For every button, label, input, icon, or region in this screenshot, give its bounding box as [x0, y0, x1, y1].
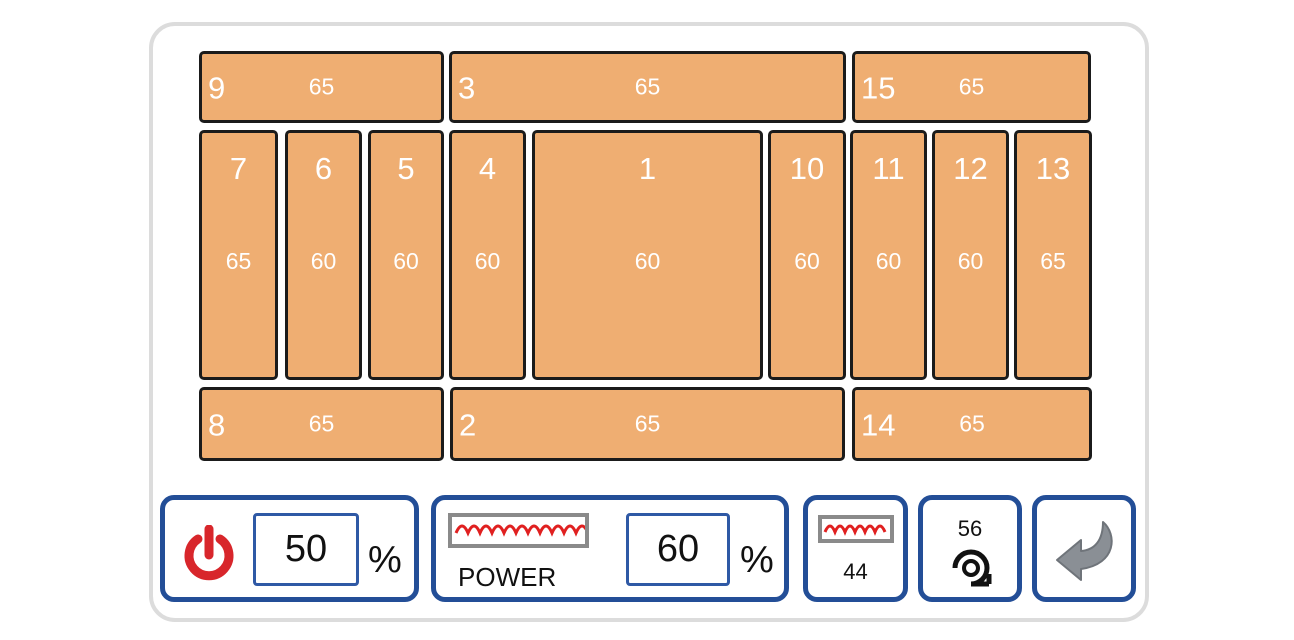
- zone-12[interactable]: 12 60: [932, 130, 1009, 380]
- zone-11[interactable]: 11 60: [850, 130, 927, 380]
- zone-1[interactable]: 1 60: [532, 130, 763, 380]
- zone-number: 1: [638, 151, 657, 186]
- zone-number: 13: [1035, 151, 1071, 186]
- back-arrow-icon: [1056, 521, 1113, 581]
- zone-value: 60: [957, 248, 984, 274]
- zone-value: 65: [1040, 248, 1066, 274]
- zone-value: 60: [310, 248, 337, 274]
- zone-7[interactable]: 7 65: [199, 130, 278, 380]
- heater-power-label: POWER: [458, 562, 557, 592]
- zone-value: 60: [393, 248, 419, 274]
- zone-value: 60: [634, 248, 661, 274]
- power-value-input[interactable]: 50: [253, 513, 359, 586]
- zone-number: 15: [861, 70, 896, 106]
- zone-3[interactable]: 3 65: [449, 51, 846, 123]
- heater-power-unit: %: [740, 539, 774, 581]
- back-button[interactable]: [1032, 495, 1136, 602]
- fan-setting-button[interactable]: 56: [918, 495, 1022, 602]
- power-icon[interactable]: [179, 525, 239, 583]
- zone-value: 65: [225, 248, 252, 274]
- zone-5[interactable]: 5 60: [368, 130, 444, 380]
- zone-number: 3: [458, 70, 476, 106]
- zone-9[interactable]: 9 65: [199, 51, 444, 123]
- zone-number: 10: [789, 151, 825, 186]
- heater-power-value-input[interactable]: 60: [626, 513, 730, 586]
- heater-coil-icon: [818, 515, 894, 543]
- fan-blower-icon: [952, 549, 992, 587]
- zone-14[interactable]: 14 65: [852, 387, 1092, 461]
- zone-6[interactable]: 6 60: [285, 130, 362, 380]
- zone-value: 60: [875, 248, 902, 274]
- zone-number: 8: [208, 407, 226, 443]
- heater-setting-button[interactable]: 44: [803, 495, 908, 602]
- zone-number: 12: [953, 151, 988, 186]
- heater-small-value: 44: [843, 559, 868, 584]
- zone-number: 6: [314, 151, 333, 186]
- zone-value: 65: [958, 73, 985, 100]
- zone-value: 65: [308, 73, 335, 100]
- zone-number: 4: [478, 151, 497, 186]
- zone-value: 65: [634, 73, 661, 100]
- zone-number: 2: [459, 407, 477, 443]
- zone-2[interactable]: 2 65: [450, 387, 845, 461]
- zone-number: 7: [229, 151, 248, 186]
- zone-8[interactable]: 8 65: [199, 387, 444, 461]
- power-unit: %: [368, 539, 402, 581]
- zone-value: 60: [474, 248, 501, 274]
- zone-value: 60: [794, 248, 820, 274]
- zone-number: 9: [208, 70, 226, 106]
- heater-coil-icon[interactable]: [448, 513, 589, 548]
- zone-value: 65: [308, 410, 335, 437]
- zone-number: 11: [872, 151, 905, 186]
- zone-value: 65: [959, 410, 985, 437]
- zone-13[interactable]: 13 65: [1014, 130, 1092, 380]
- fan-value: 56: [957, 516, 983, 541]
- heater-power-control: POWER 60 %: [431, 495, 789, 602]
- power-control: 50 %: [160, 495, 419, 602]
- zone-number: 5: [397, 151, 415, 186]
- zone-15[interactable]: 15 65: [852, 51, 1091, 123]
- zone-number: 14: [861, 407, 896, 443]
- zone-4[interactable]: 4 60: [449, 130, 526, 380]
- zone-value: 65: [634, 410, 661, 437]
- zone-10[interactable]: 10 60: [768, 130, 846, 380]
